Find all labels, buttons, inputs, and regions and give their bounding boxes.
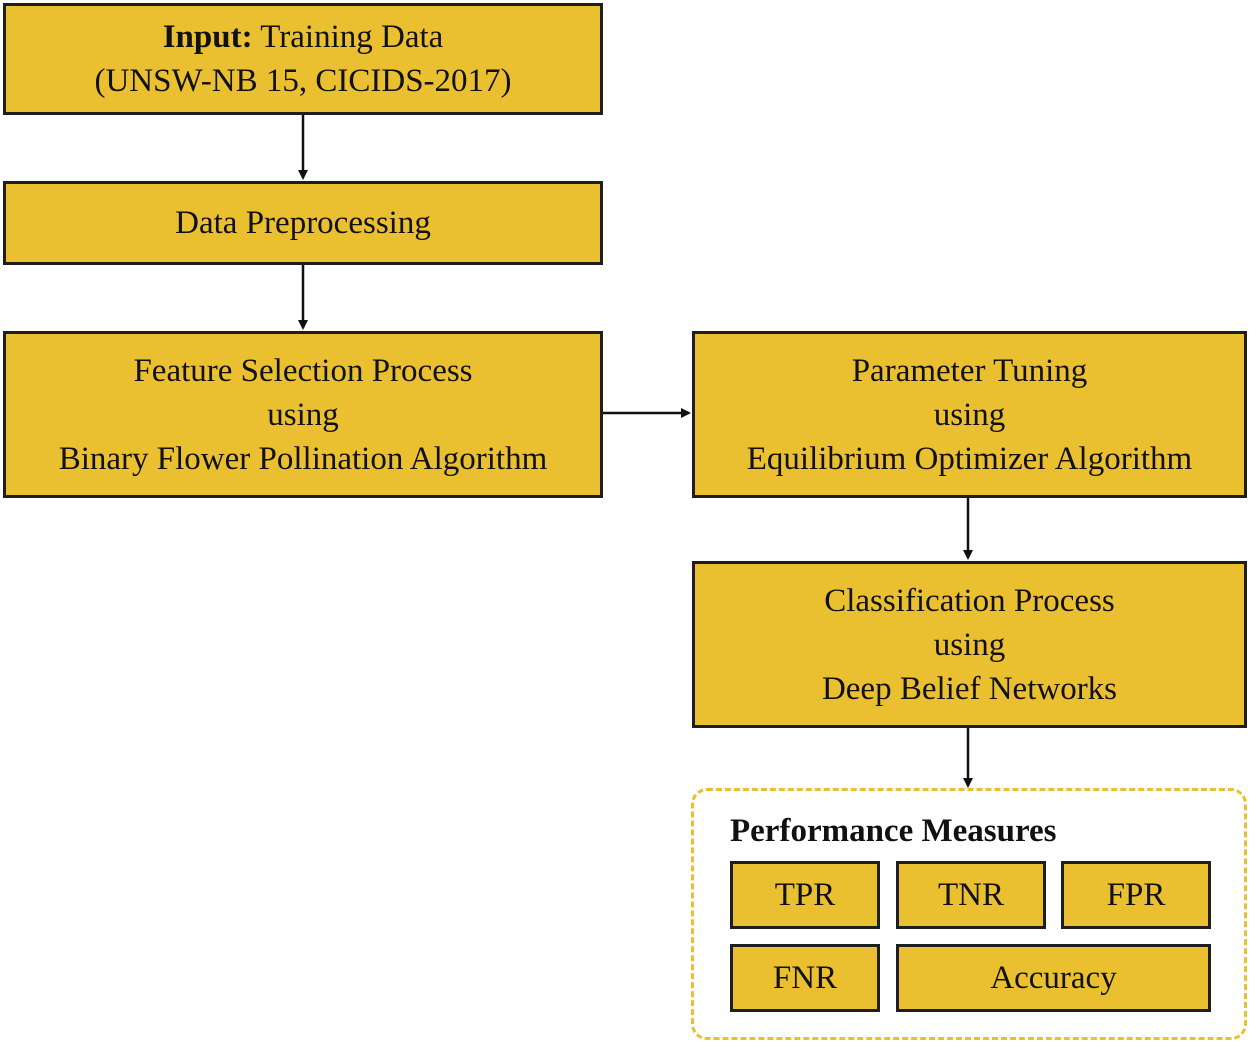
classification-line2: using bbox=[933, 626, 1006, 663]
classification-line3: Deep Belief Networks bbox=[821, 670, 1118, 707]
feature-selection-box: Feature Selection Process using Binary F… bbox=[3, 331, 603, 498]
input-bold-label: Input: bbox=[162, 19, 253, 55]
metric-tpr: TPR bbox=[730, 861, 880, 929]
input-label: Training Data bbox=[252, 19, 444, 55]
feature-selection-line3: Binary Flower Pollination Algorithm bbox=[58, 440, 548, 477]
metric-accuracy: Accuracy bbox=[896, 944, 1211, 1012]
input-label-line: Input: Training Data bbox=[163, 15, 444, 59]
input-training-data-box: Input: Training Data (UNSW-NB 15, CICIDS… bbox=[3, 3, 603, 115]
feature-selection-line2: using bbox=[267, 396, 339, 433]
preprocessing-label: Data Preprocessing bbox=[175, 205, 431, 241]
classification-box: Classification Process using Deep Belief… bbox=[692, 561, 1247, 728]
parameter-tuning-line3: Equilibrium Optimizer Algorithm bbox=[746, 440, 1193, 477]
performance-measures-title: Performance Measures bbox=[730, 813, 1057, 849]
classification-line1: Classification Process bbox=[824, 582, 1115, 619]
parameter-tuning-line2: using bbox=[933, 396, 1006, 433]
parameter-tuning-box: Parameter Tuning using Equilibrium Optim… bbox=[692, 331, 1247, 498]
metric-fpr: FPR bbox=[1061, 861, 1211, 929]
metric-fnr: FNR bbox=[730, 944, 880, 1012]
data-preprocessing-box: Data Preprocessing bbox=[3, 181, 603, 265]
performance-measures-panel: Performance Measures TPR TNR FPR FNR Acc… bbox=[691, 788, 1247, 1040]
parameter-tuning-line1: Parameter Tuning bbox=[851, 352, 1088, 389]
feature-selection-line1: Feature Selection Process bbox=[133, 352, 473, 389]
metric-tnr: TNR bbox=[896, 861, 1046, 929]
input-datasets: (UNSW-NB 15, CICIDS-2017) bbox=[94, 63, 512, 99]
